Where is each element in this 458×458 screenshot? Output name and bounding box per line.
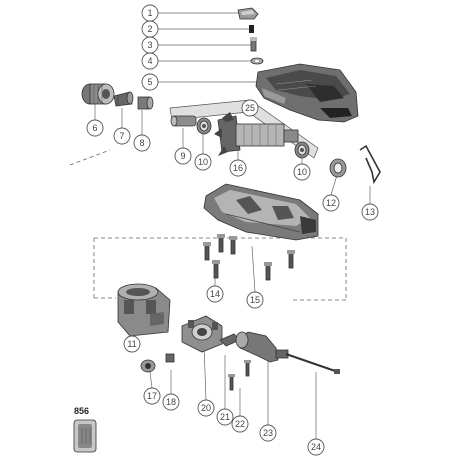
part-lower-housing bbox=[203, 183, 319, 241]
svg-text:22: 22 bbox=[235, 419, 245, 429]
part-nose-housing bbox=[117, 283, 171, 337]
svg-text:13: 13 bbox=[365, 207, 375, 217]
callout-24: 24 bbox=[307, 438, 325, 456]
callout-2: 2 bbox=[141, 20, 159, 38]
callout-20: 20 bbox=[197, 399, 215, 417]
callout-15: 15 bbox=[246, 291, 264, 309]
svg-text:2: 2 bbox=[147, 24, 152, 34]
callout-6: 6 bbox=[86, 119, 104, 137]
callout-25: 25 bbox=[241, 99, 259, 117]
callout-14: 14 bbox=[206, 285, 224, 303]
svg-text:21: 21 bbox=[220, 412, 230, 422]
part-bracket bbox=[181, 315, 223, 353]
svg-text:14: 14 bbox=[210, 289, 220, 299]
part-bearing-rear bbox=[294, 141, 310, 159]
part-washer-small bbox=[250, 57, 264, 65]
svg-text:9: 9 bbox=[180, 151, 185, 161]
svg-text:16: 16 bbox=[233, 163, 243, 173]
part-collet bbox=[113, 91, 134, 107]
part-flex-shaft-attachment bbox=[235, 331, 289, 363]
svg-text:8: 8 bbox=[139, 138, 144, 148]
part-collet-nut bbox=[81, 83, 115, 105]
part-small-block bbox=[165, 353, 175, 363]
part-small-nut bbox=[140, 359, 156, 373]
callout-3: 3 bbox=[141, 36, 159, 54]
svg-text:10: 10 bbox=[198, 157, 208, 167]
svg-text:4: 4 bbox=[147, 56, 152, 66]
part-flex-shaft-rod bbox=[285, 353, 340, 374]
part-bearing-front bbox=[196, 117, 212, 135]
callout-4: 4 bbox=[141, 52, 159, 70]
part-button-cap bbox=[237, 7, 259, 20]
svg-text:5: 5 bbox=[147, 77, 152, 87]
callout-13: 13 bbox=[361, 203, 379, 221]
svg-text:12: 12 bbox=[326, 198, 336, 208]
part-armature bbox=[214, 112, 299, 156]
callout-8: 8 bbox=[133, 134, 151, 152]
svg-text:20: 20 bbox=[201, 403, 211, 413]
svg-text:18: 18 bbox=[166, 397, 176, 407]
svg-text:15: 15 bbox=[250, 295, 260, 305]
svg-text:11: 11 bbox=[127, 339, 136, 349]
svg-text:3: 3 bbox=[147, 40, 152, 50]
callout-21: 21 bbox=[216, 408, 234, 426]
callout-12: 12 bbox=[322, 194, 340, 212]
callout-10-front: 10 bbox=[194, 153, 212, 171]
part-screw-bracket-b bbox=[244, 360, 251, 377]
part-screws-set bbox=[203, 234, 295, 281]
callout-7: 7 bbox=[113, 127, 131, 145]
callout-9: 9 bbox=[174, 147, 192, 165]
part-shaft bbox=[170, 115, 197, 127]
svg-text:10: 10 bbox=[297, 167, 307, 177]
callout-23: 23 bbox=[259, 424, 277, 442]
part-spring-small bbox=[249, 25, 254, 33]
svg-text:7: 7 bbox=[119, 131, 124, 141]
callout-18: 18 bbox=[162, 393, 180, 411]
svg-text:25: 25 bbox=[245, 103, 255, 113]
part-rear-housing bbox=[255, 63, 359, 123]
part-lock-pin bbox=[250, 37, 257, 52]
part-model-accessory-box bbox=[73, 419, 97, 453]
svg-text:24: 24 bbox=[311, 442, 321, 452]
part-spindle-lock bbox=[137, 96, 154, 110]
callout-1: 1 bbox=[141, 4, 159, 22]
callout-16: 16 bbox=[229, 159, 247, 177]
part-hanger-clip bbox=[359, 144, 381, 185]
model-number-label: 856 bbox=[74, 406, 90, 416]
callout-5: 5 bbox=[141, 73, 159, 91]
callout-22: 22 bbox=[231, 415, 249, 433]
part-screw-bracket-a bbox=[228, 374, 235, 391]
svg-text:6: 6 bbox=[92, 123, 97, 133]
svg-text:23: 23 bbox=[263, 428, 273, 438]
callout-17: 17 bbox=[143, 387, 161, 405]
callout-10-rear: 10 bbox=[293, 163, 311, 181]
callout-11: 11 bbox=[123, 335, 141, 353]
part-rear-washer bbox=[329, 158, 347, 178]
svg-text:17: 17 bbox=[147, 391, 157, 401]
svg-text:1: 1 bbox=[147, 8, 152, 18]
